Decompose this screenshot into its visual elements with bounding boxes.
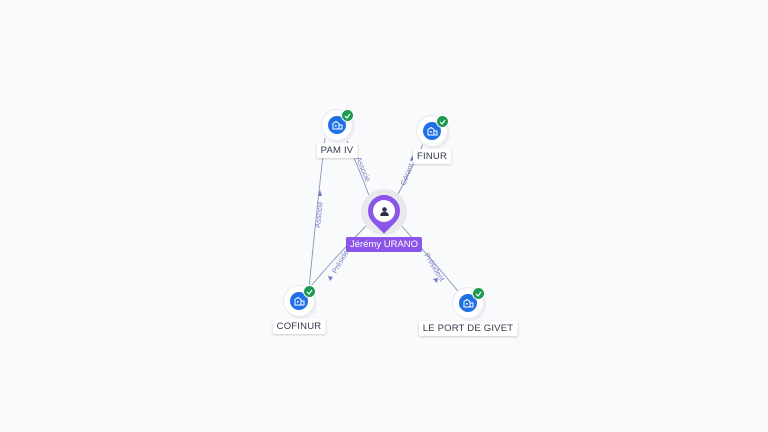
person-icon bbox=[373, 200, 395, 222]
building-icon bbox=[459, 294, 477, 312]
company-label: PAM IV bbox=[316, 143, 358, 158]
company-label: COFINUR bbox=[272, 319, 326, 334]
arrow-cofinur-pam bbox=[318, 190, 322, 196]
edge-person-pam bbox=[342, 131, 371, 199]
verified-check-icon bbox=[341, 109, 354, 122]
arrow-person-port bbox=[433, 278, 438, 283]
company-label: FINUR bbox=[412, 149, 452, 164]
verified-check-icon bbox=[436, 115, 449, 128]
edge-person-port bbox=[399, 223, 463, 297]
edge-label-cofinur-pam: Associé bbox=[313, 201, 325, 228]
verified-check-icon bbox=[472, 287, 485, 300]
building-icon bbox=[423, 122, 441, 140]
edge-label-person-finur: Gérant bbox=[399, 161, 416, 186]
building-icon bbox=[328, 116, 346, 134]
arrow-person-cofinur bbox=[328, 276, 333, 281]
company-label: LE PORT DE GIVET bbox=[418, 321, 518, 336]
verified-check-icon bbox=[303, 285, 316, 298]
person-label: Jérémy URANO bbox=[345, 237, 423, 252]
edge-label-person-pam: Associé bbox=[354, 155, 372, 183]
building-icon bbox=[290, 292, 308, 310]
